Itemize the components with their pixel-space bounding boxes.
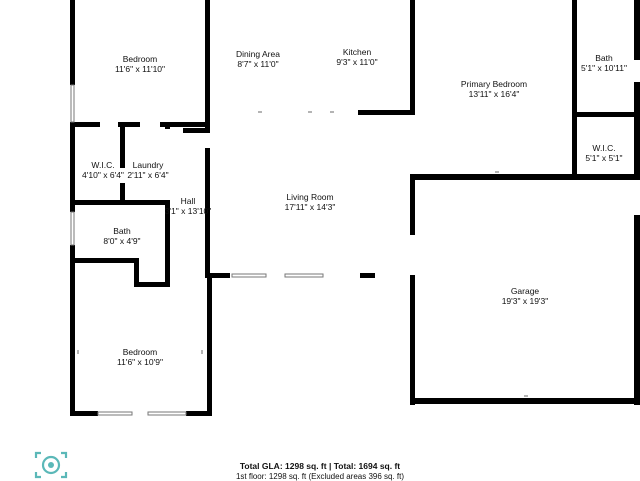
room-name: Primary Bedroom bbox=[460, 79, 528, 89]
room-dims: 19'3" x 19'3" bbox=[501, 296, 549, 306]
room-name: Laundry bbox=[132, 160, 164, 170]
room-name: Bedroom bbox=[122, 347, 158, 357]
footer-floor-area: 1st floor: 1298 sq. ft (Excluded areas 3… bbox=[235, 472, 405, 481]
room-wic-left: W.I.C. 4'10" x 6'4" bbox=[82, 160, 124, 180]
room-bath-right: Bath 5'1" x 10'11" bbox=[581, 53, 627, 73]
room-name: W.I.C. bbox=[592, 143, 616, 153]
room-bedroom-bottom: Bedroom 11'6" x 10'9" bbox=[117, 347, 163, 367]
room-kitchen: Kitchen 9'3" x 11'0" bbox=[336, 47, 377, 67]
room-name: Bedroom bbox=[122, 54, 158, 64]
room-dims: 13'11" x 16'4" bbox=[468, 89, 520, 99]
room-dims: 11'6" x 10'9" bbox=[117, 357, 163, 367]
room-name: Kitchen bbox=[342, 47, 372, 57]
room-name: Dining Area bbox=[236, 49, 280, 59]
room-dims: 5'1" x 10'11" bbox=[581, 63, 627, 73]
windows bbox=[70, 84, 324, 416]
room-dining-area: Dining Area 8'7" x 11'0" bbox=[236, 49, 280, 69]
room-dims: 5'1" x 5'1" bbox=[585, 153, 623, 163]
room-dims: 4'10" x 6'4" bbox=[82, 170, 124, 180]
room-primary-bedroom: Primary Bedroom 13'11" x 16'4" bbox=[461, 79, 527, 99]
room-bedroom-top: Bedroom 11'6" x 11'10" bbox=[115, 54, 165, 74]
room-name: Garage bbox=[510, 286, 540, 296]
room-name: Living Room bbox=[286, 192, 334, 202]
room-dims: 17'11" x 14'3" bbox=[284, 202, 336, 212]
camera-logo-icon bbox=[34, 451, 68, 479]
walls bbox=[70, 0, 640, 416]
room-dims: 9'3" x 11'0" bbox=[336, 57, 378, 67]
tick-marks bbox=[77, 111, 528, 397]
room-living-room: Living Room 17'11" x 14'3" bbox=[285, 192, 336, 212]
room-dims: 3'1" x 13'10" bbox=[164, 206, 212, 216]
room-dims: 11'6" x 11'10" bbox=[114, 64, 166, 74]
room-laundry: Laundry 2'11" x 6'4" bbox=[127, 160, 168, 180]
room-name: Hall bbox=[180, 196, 196, 206]
room-wic-right: W.I.C. 5'1" x 5'1" bbox=[585, 143, 622, 163]
room-bath-left: Bath 8'0" x 4'9" bbox=[103, 226, 140, 246]
room-name: Bath bbox=[595, 53, 613, 63]
room-name: W.I.C. bbox=[91, 160, 115, 170]
room-hall: Hall 3'1" x 13'10" bbox=[165, 196, 212, 216]
room-dims: 8'0" x 4'9" bbox=[103, 236, 141, 246]
room-dims: 2'11" x 6'4" bbox=[127, 170, 169, 180]
room-dims: 8'7" x 11'0" bbox=[237, 59, 279, 69]
room-garage: Garage 19'3" x 19'3" bbox=[502, 286, 549, 306]
footer-total-area: Total GLA: 1298 sq. ft | Total: 1694 sq.… bbox=[239, 461, 401, 471]
room-name: Bath bbox=[113, 226, 131, 236]
